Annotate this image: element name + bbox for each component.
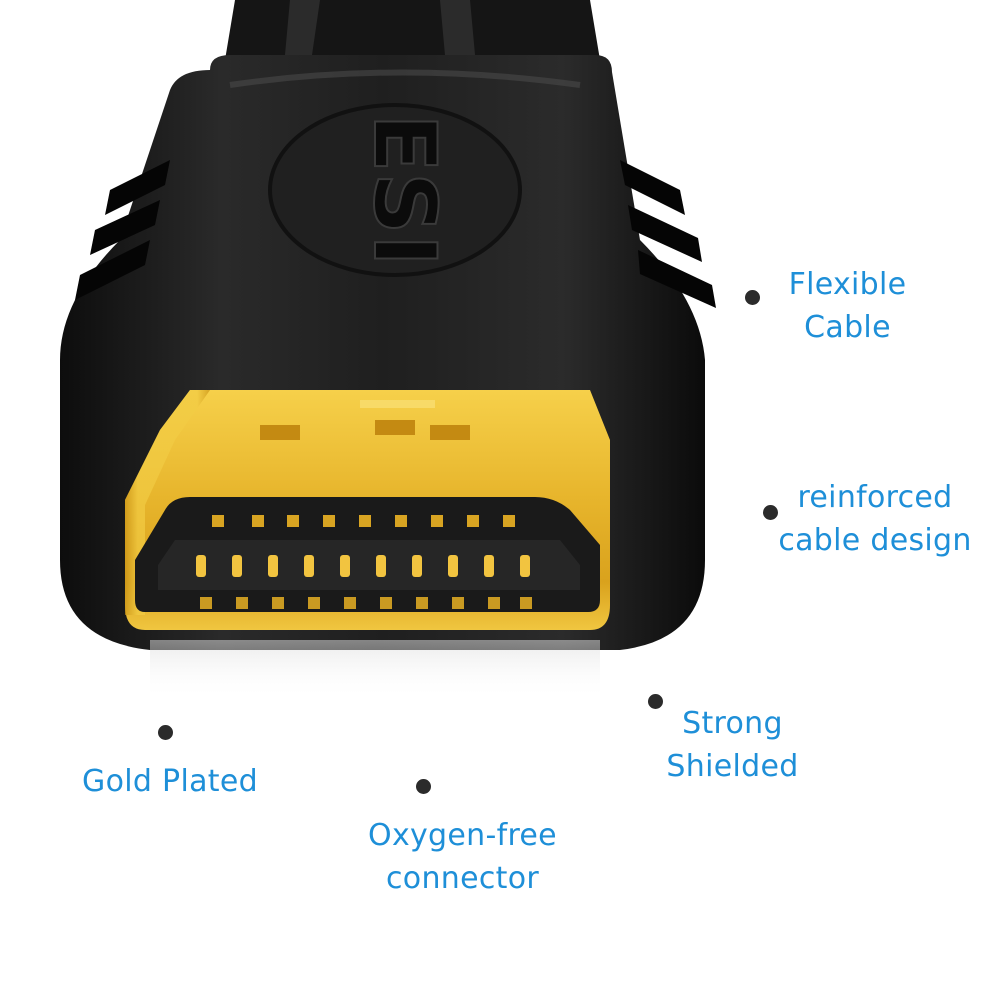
feature-line: cable design — [778, 523, 972, 558]
feature-flexible-cable: Flexible Cable — [780, 263, 915, 349]
feature-line: Oxygen-free — [368, 818, 557, 853]
feature-line: Flexible — [788, 267, 907, 302]
bullet-dot-oxygen-free — [416, 779, 431, 794]
feature-line: connector — [386, 861, 539, 896]
plug-reflection — [150, 640, 600, 700]
feature-line: Cable — [804, 310, 891, 345]
bullet-dot-strong-shielded — [648, 694, 663, 709]
brand-logo: ESI — [354, 114, 454, 267]
pin-row-top — [212, 515, 515, 527]
bullet-dot-flexible-cable — [745, 290, 760, 305]
feature-line: Strong — [682, 706, 783, 741]
feature-oxygen-free-connector: Oxygen-free connector — [365, 814, 560, 900]
feature-reinforced-cable-design: reinforced cable design — [775, 476, 975, 562]
pin-row-bottom — [200, 597, 532, 609]
feature-strong-shielded: Strong Shielded — [660, 702, 805, 788]
gold-plug — [125, 390, 610, 630]
bullet-dot-gold-plated — [158, 725, 173, 740]
bullet-dot-reinforced — [763, 505, 778, 520]
pin-row-middle — [196, 555, 530, 577]
feature-line: reinforced — [797, 480, 953, 515]
feature-line: Shielded — [666, 749, 799, 784]
feature-gold-plated: Gold Plated — [75, 760, 265, 803]
feature-line: Gold Plated — [82, 764, 258, 799]
